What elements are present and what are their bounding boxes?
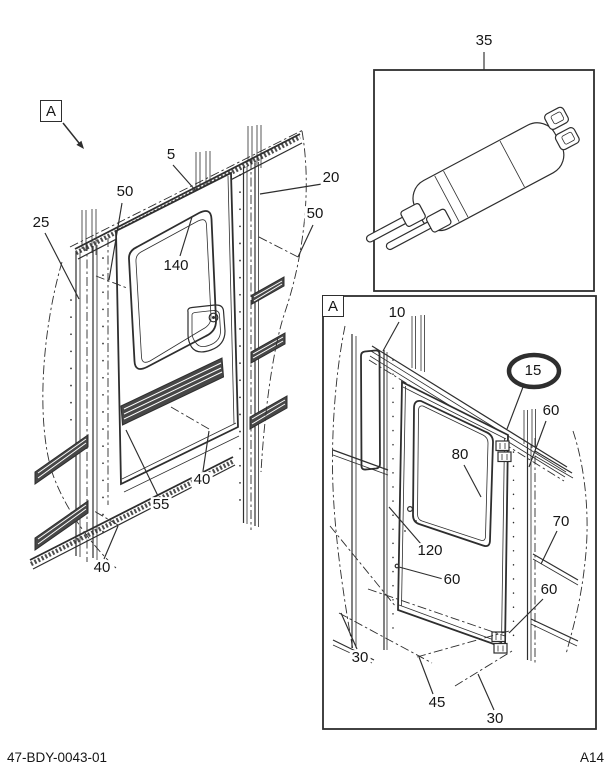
lower-hinge [491, 631, 508, 654]
callout-60-right: 60 [538, 581, 560, 599]
callout-15-highlighted: 15 [524, 362, 542, 380]
callout-35: 35 [473, 32, 495, 50]
figure-number: 47-BDY-0043-01 [7, 750, 108, 765]
callout-50-right: 50 [304, 205, 326, 223]
callout-80: 80 [449, 446, 471, 464]
callout-60-mid: 60 [441, 571, 463, 589]
callout-5: 5 [164, 146, 178, 164]
detail-view-title-marker: A [322, 295, 344, 317]
callout-30-right: 30 [484, 710, 506, 728]
callout-60-top: 60 [540, 402, 562, 420]
callout-45: 45 [426, 694, 448, 712]
callout-10: 10 [386, 304, 408, 322]
highlight-ellipse [506, 352, 562, 390]
callout-140: 140 [161, 257, 191, 275]
callout-30-left: 30 [349, 649, 371, 667]
callout-40-bottom: 40 [91, 559, 113, 577]
callout-40-right: 40 [191, 471, 213, 489]
callout-70: 70 [550, 513, 572, 531]
detail-a-reference-marker: A [40, 100, 62, 122]
main-view-drawing [29, 122, 323, 570]
part-35-inset [365, 52, 595, 292]
callout-120: 120 [415, 542, 445, 560]
callout-50-left: 50 [114, 183, 136, 201]
detail-a-view [322, 295, 597, 730]
upper-hinge [495, 440, 512, 463]
callout-25: 25 [30, 214, 52, 232]
page-code: A14 [579, 750, 604, 765]
door-check-part [365, 106, 580, 251]
detail-a-arrow [62, 122, 84, 149]
callout-20: 20 [320, 169, 342, 187]
callout-55: 55 [150, 496, 172, 514]
